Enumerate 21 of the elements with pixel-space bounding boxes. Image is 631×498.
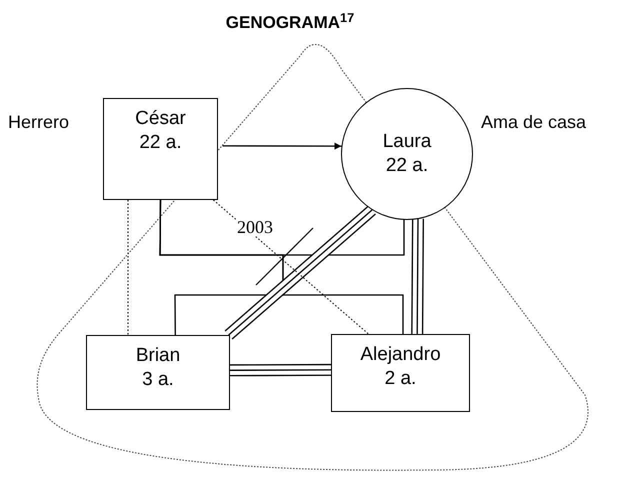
person-name: Alejandro xyxy=(360,343,441,367)
triple-line xyxy=(230,364,332,376)
occupation-label: Ama de casa xyxy=(481,111,586,134)
diagram-title: GENOGRAMA$^{17}$ xyxy=(224,14,356,31)
male-box xyxy=(86,335,230,410)
edge-label: 2003 xyxy=(236,218,274,236)
person-name: Brian xyxy=(136,344,180,368)
person-age: 2 a. xyxy=(384,367,416,391)
connector-line xyxy=(159,200,404,334)
male-box xyxy=(103,98,218,200)
arrow xyxy=(222,142,342,150)
person-age: 22 a. xyxy=(386,154,428,178)
occupation-label: Herrero xyxy=(8,111,70,134)
person-name: César xyxy=(135,107,186,131)
dotted-line xyxy=(212,200,369,334)
triple-line xyxy=(224,205,376,340)
person-name: Laura xyxy=(382,130,432,154)
male-box xyxy=(331,334,470,412)
triple-line xyxy=(411,218,424,334)
person-age: 22 a. xyxy=(139,131,182,155)
person-age: 3 a. xyxy=(142,368,174,392)
